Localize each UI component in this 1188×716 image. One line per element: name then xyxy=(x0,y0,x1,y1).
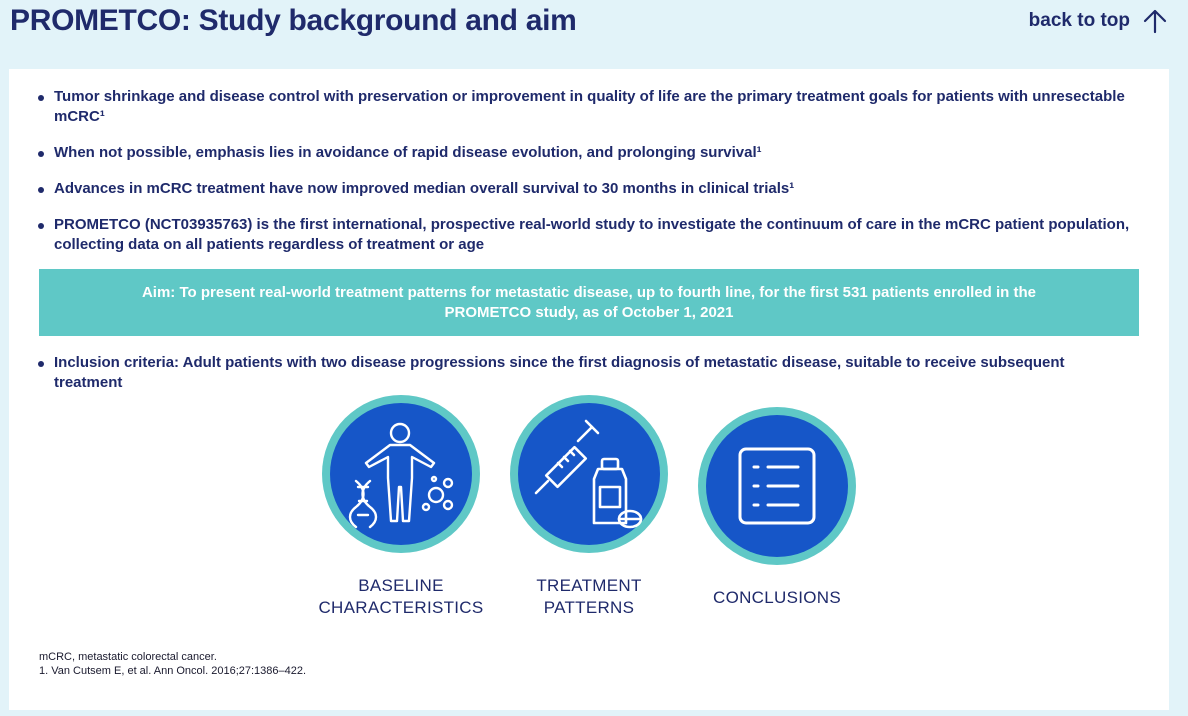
bullet-item: PROMETCO (NCT03935763) is the first inte… xyxy=(37,215,1137,255)
back-to-top-link[interactable]: back to top xyxy=(1029,8,1168,34)
reference-1: 1. Van Cutsem E, et al. Ann Oncol. 2016;… xyxy=(39,665,307,677)
nav-baseline-characteristics[interactable]: BASELINE CHARACTERISTICS xyxy=(311,395,491,619)
treatment-label: TREATMENT PATTERNS xyxy=(536,576,642,617)
bullet-item: Tumor shrinkage and disease control with… xyxy=(37,87,1137,127)
abbreviation-note: mCRC, metastatic colorectal cancer. xyxy=(39,651,217,663)
content-panel: Tumor shrinkage and disease control with… xyxy=(9,69,1169,710)
conclusions-label: CONCLUSIONS xyxy=(713,588,841,607)
list-document-icon xyxy=(738,447,816,525)
header: PROMETCO: Study background and aim back … xyxy=(0,0,1188,68)
nav-conclusions[interactable]: CONCLUSIONS xyxy=(687,395,867,609)
footnotes: mCRC, metastatic colorectal cancer. 1. V… xyxy=(39,650,306,678)
bullet-item: When not possible, emphasis lies in avoi… xyxy=(37,143,1137,163)
page-title: PROMETCO: Study background and aim xyxy=(10,4,577,37)
bullet-item-inclusion: Inclusion criteria: Adult patients with … xyxy=(37,353,1137,393)
aim-text: Aim: To present real-world treatment pat… xyxy=(141,283,1037,321)
baseline-circle xyxy=(322,395,480,553)
baseline-label: BASELINE CHARACTERISTICS xyxy=(318,576,484,617)
body-dna-icon xyxy=(348,422,454,529)
treatment-circle xyxy=(510,395,668,553)
bullet-item: Advances in mCRC treatment have now impr… xyxy=(37,179,1137,199)
aim-banner: Aim: To present real-world treatment pat… xyxy=(39,269,1139,336)
conclusions-circle xyxy=(698,407,856,565)
background-bullet-list: Tumor shrinkage and disease control with… xyxy=(37,87,1137,271)
back-to-top-label: back to top xyxy=(1028,10,1130,31)
syringe-bottle-icon xyxy=(534,419,643,529)
arrow-up-icon xyxy=(1143,9,1167,34)
section-nav: BASELINE CHARACTERISTICS xyxy=(9,395,1169,625)
inclusion-bullet-list: Inclusion criteria: Adult patients with … xyxy=(37,353,1137,409)
nav-treatment-patterns[interactable]: TREATMENT PATTERNS xyxy=(499,395,679,619)
